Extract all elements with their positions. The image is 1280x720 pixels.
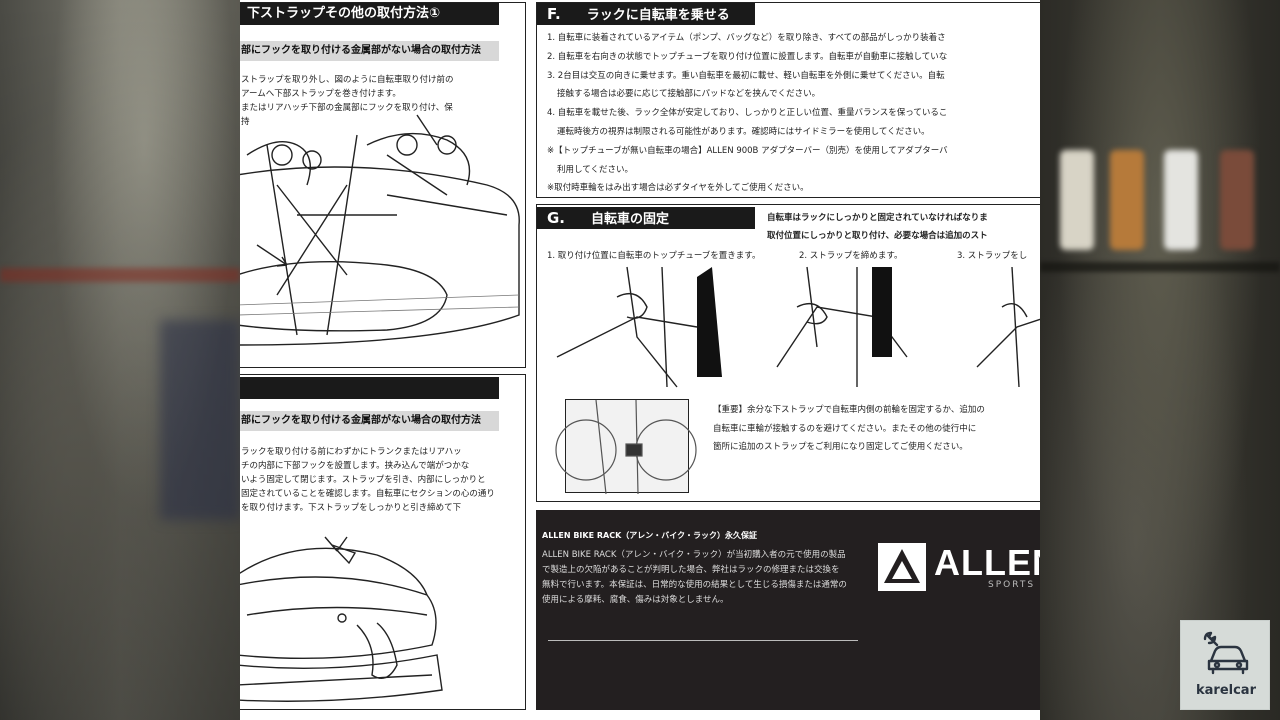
text-line: ALLEN BIKE RACK（アレン・バイク・ラック）が当初購入者の元で使用の… (542, 550, 846, 560)
text-line: 固定されていることを確認します。自転車にセクションの心の通り (241, 489, 495, 499)
text-line: いよう固定して閉じます。ストラップを引き、内部にしっかりと (241, 475, 486, 485)
list-item: 3. 2台目は交互の向きに乗せます。重い自転車を最初に載せ、軽い自転車を外側に乗… (547, 70, 945, 81)
background-right (1040, 0, 1280, 720)
background-blur-shape (1040, 262, 1280, 272)
list-item: 4. 自転車を載せた後、ラック全体が安定しており、しっかりと正しい位置、重量バラ… (547, 108, 948, 119)
karelcar-watermark: karelcar (1180, 620, 1270, 710)
section-e-text: ラックを取り付ける前にわずかにトランクまたはリアハッ チの内部に下部フックを設置… (241, 445, 495, 515)
car-wrench-icon (1203, 631, 1249, 675)
section-d-title: 下ストラップその他の取付方法① (240, 3, 499, 25)
section-e-title (240, 377, 499, 399)
background-blur-shape (0, 268, 240, 282)
background-left (0, 0, 240, 720)
text-line: チの内部に下部フックを設置します。挟み込んで端がつかな (241, 461, 470, 471)
step-1-caption: 1. 取り付け位置に自転車のトップチューブを置きます。 (547, 251, 761, 261)
list-item: ※取付時車輪をはみ出す場合は必ずタイヤを外してご使用ください。 (547, 183, 809, 194)
important-note: 【重要】余分な下ストラップで自転車内側の前輪を固定するか、追加の 自転車に車輪が… (713, 401, 985, 457)
section-d-panel: 下ストラップその他の取付方法① 部にフックを取り付ける金属部がない場合の取付方法… (240, 2, 526, 368)
text-line: 持 (241, 117, 250, 127)
text-line: 自転車に車輪が接触するのを避けてください。またその他の徒行中に (713, 423, 977, 434)
car-trunk-hook-illustration (240, 536, 443, 702)
background-blur-shape (1164, 150, 1198, 250)
list-item: 接触する場合は必要に応じて接触部にパッドなどを挟んでください。 (557, 89, 821, 100)
section-g-title: G. 自転車の固定 (537, 207, 755, 229)
strap-detail-illustration (555, 399, 697, 495)
section-e-panel: 部にフックを取り付ける金属部がない場合の取付方法 ラックを取り付ける前にわずかに… (240, 374, 526, 710)
background-blur-shape (1060, 150, 1094, 250)
background-blur-shape (160, 320, 240, 520)
section-g-note: 自転車はラックにしっかりと固定されていなければなりま 取付位置にしっかりと取り付… (767, 209, 988, 245)
section-f-panel: F. ラックに自転車を乗せる 1. 自転車に装着されているアイテム（ポンプ、バッグ… (536, 2, 1040, 198)
section-g-panel: G. 自転車の固定 自転車はラックにしっかりと固定されていなければなりま 取付位置… (536, 204, 1040, 502)
list-item: 2. 自転車を右向きの状態でトップチューブを取り付け位置に設置します。自転車が自… (547, 51, 948, 62)
text-line: を取り付けます。下ストラップをしっかりと引き締めて下 (241, 503, 462, 513)
strap-detail-photo (555, 399, 697, 495)
section-g-letter: G. (547, 209, 566, 227)
text-line: ストラップを取り外し、図のように自転車取り付け前の (241, 75, 454, 85)
text-line: アームへ下部ストラップを巻き付けます。 (241, 89, 401, 99)
text-line: で製造上の欠陥があることが判明した場合、弊社はラックの修理または交換を (542, 565, 840, 575)
section-e-subtitle: 部にフックを取り付ける金属部がない場合の取付方法 (240, 411, 499, 431)
allen-logo-subtext: SPORTS (988, 580, 1036, 590)
section-f-list: 1. 自転車に装着されているアイテム（ポンプ、バッグなど）を取り除き、すべての部… (547, 29, 948, 197)
text-line: 箇所に追加のストラップをご利用になり固定してご使用ください。 (713, 442, 968, 452)
list-item: 1. 自転車に装着されているアイテム（ポンプ、バッグなど）を取り除き、すべての部… (547, 33, 946, 43)
warranty-body: ALLEN BIKE RACK（アレン・バイク・ラック）が当初購入者の元で使用の… (542, 548, 847, 608)
step-2-caption: 2. ストラップを締めます。 (799, 251, 903, 261)
list-item: 運転時後方の視界は制限される可能性があります。確認時にはサイドミラーを使用してく… (557, 126, 930, 137)
section-d-subtitle: 部にフックを取り付ける金属部がない場合の取付方法 (240, 41, 499, 61)
signature-line (548, 640, 858, 641)
bike-rack-on-car-illustration (240, 114, 520, 346)
text-line: またはリアハッチ下部の金属部にフックを取り付け、保 (241, 103, 453, 113)
text-line: 自転車はラックにしっかりと固定されていなければなりま (767, 213, 988, 223)
background-blur-shape (1220, 150, 1254, 250)
strap-steps-illustration (556, 266, 1040, 388)
text-line: 無料で行います。本保証は、日常的な使用の結果として生じる損傷または通常の (542, 580, 847, 590)
allen-logo-icon (878, 543, 926, 591)
watermark-label: karelcar (1196, 683, 1256, 698)
text-line: ラックを取り付ける前にわずかにトランクまたはリアハッ (241, 447, 462, 457)
text-line: 【重要】余分な下ストラップで自転車内側の前輪を固定するか、追加の (713, 405, 985, 415)
warranty-title: ALLEN BIKE RACK（アレン・バイク・ラック）永久保証 (542, 531, 757, 540)
warranty-box: ALLEN BIKE RACK（アレン・バイク・ラック）永久保証 ALLEN B… (536, 510, 1040, 710)
allen-logo-text: ALLEN (934, 542, 1040, 583)
section-f-letter: F. (547, 5, 561, 23)
list-item: 利用してください。 (557, 164, 633, 175)
text-line: 使用による摩耗、腐食、傷みは対象としません。 (542, 595, 729, 605)
background-blur-shape (1110, 150, 1144, 250)
list-item: ※【トップチューブが無い自転車の場合】ALLEN 900B アダプターバー（別売… (547, 145, 948, 156)
section-f-title: F. ラックに自転車を乗せる (537, 3, 755, 25)
section-g-heading: 自転車の固定 (591, 212, 670, 227)
text-line: 取付位置にしっかりと取り付け、必要な場合は追加のスト (767, 231, 988, 241)
section-f-heading: ラックに自転車を乗せる (586, 8, 730, 23)
step-3-caption: 3. ストラップをし (957, 251, 1028, 261)
instruction-manual-page: 下ストラップその他の取付方法① 部にフックを取り付ける金属部がない場合の取付方法… (240, 0, 1040, 720)
section-d-text: ストラップを取り外し、図のように自転車取り付け前の アームへ下部ストラップを巻き… (241, 73, 454, 129)
